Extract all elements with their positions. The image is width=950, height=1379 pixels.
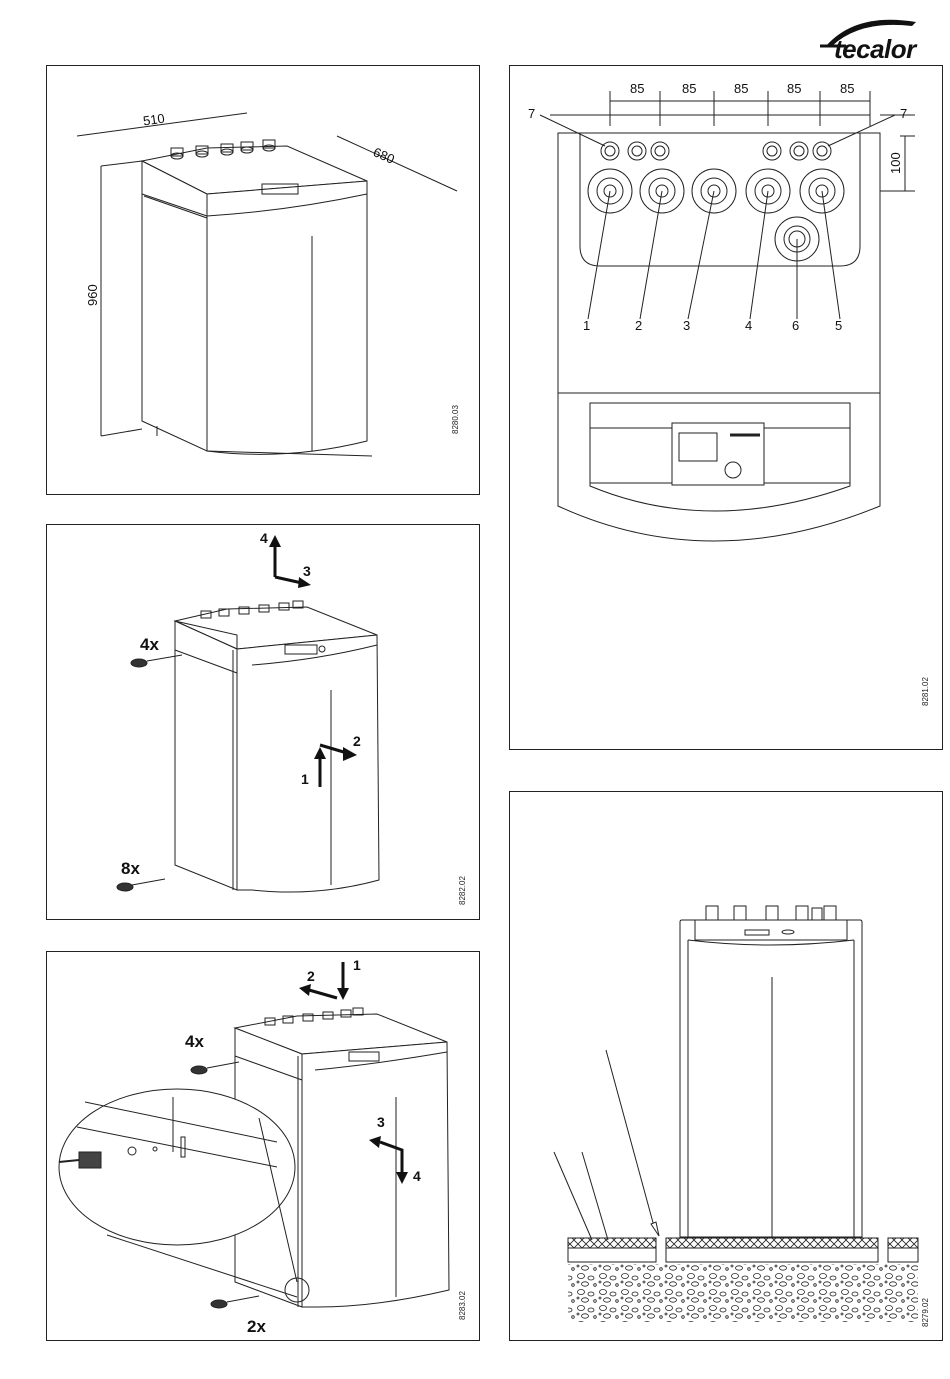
connection-layout-drawing xyxy=(510,66,943,750)
figure-installation: 8279.02 xyxy=(509,791,943,1341)
step-label-1: 1 xyxy=(301,771,309,787)
port-label-1: 1 xyxy=(583,318,590,333)
spacing-3: 85 xyxy=(734,81,748,96)
port-label-2: 2 xyxy=(635,318,642,333)
heat-pump-dimension-drawing xyxy=(47,66,480,495)
figure-code: 8280.03 xyxy=(451,405,460,434)
width-dimension: 510 xyxy=(142,111,166,129)
figure-remove-front-panel: 4 3 2 1 4x 8x 8282.02 xyxy=(46,524,480,920)
brand-logo: tecalor xyxy=(816,16,944,66)
figure-connections: 85 85 85 85 85 100 7 7 1 2 3 4 6 5 8281.… xyxy=(509,65,943,750)
remove-cover-drawing xyxy=(47,952,480,1341)
brand-name: tecalor xyxy=(834,34,916,65)
spacing-2: 85 xyxy=(682,81,696,96)
count-label-4x: 4x xyxy=(185,1032,204,1052)
height-dimension: 960 xyxy=(85,284,100,306)
step-label-4: 4 xyxy=(260,530,268,546)
port-label-4: 4 xyxy=(745,318,752,333)
step-label-4: 4 xyxy=(413,1168,421,1184)
count-label-4x: 4x xyxy=(140,635,159,655)
count-label-2x: 2x xyxy=(247,1317,266,1337)
step-label-2: 2 xyxy=(307,968,315,984)
small-port-label-left: 7 xyxy=(528,106,535,121)
figure-code: 8279.02 xyxy=(921,1298,930,1327)
figure-remove-top-cover: 1 2 3 4 4x 2x 8283.02 xyxy=(46,951,480,1341)
step-label-3: 3 xyxy=(377,1114,385,1130)
figure-code: 8282.02 xyxy=(458,876,467,905)
figure-dimensions: 510 680 960 8280.03 xyxy=(46,65,480,495)
spacing-5: 85 xyxy=(840,81,854,96)
port-label-5: 5 xyxy=(835,318,842,333)
step-label-3: 3 xyxy=(303,563,311,579)
figure-code: 8281.02 xyxy=(921,677,930,706)
spacing-4: 85 xyxy=(787,81,801,96)
count-label-8x: 8x xyxy=(121,859,140,879)
step-label-2: 2 xyxy=(353,733,361,749)
installation-floor-drawing xyxy=(510,792,943,1341)
remove-panel-drawing xyxy=(47,525,480,920)
port-label-6: 6 xyxy=(792,318,799,333)
figure-code: 8283.02 xyxy=(458,1291,467,1320)
port-label-3: 3 xyxy=(683,318,690,333)
offset-dimension: 100 xyxy=(888,152,903,174)
step-label-1: 1 xyxy=(353,957,361,973)
small-port-label-right: 7 xyxy=(900,106,907,121)
spacing-1: 85 xyxy=(630,81,644,96)
